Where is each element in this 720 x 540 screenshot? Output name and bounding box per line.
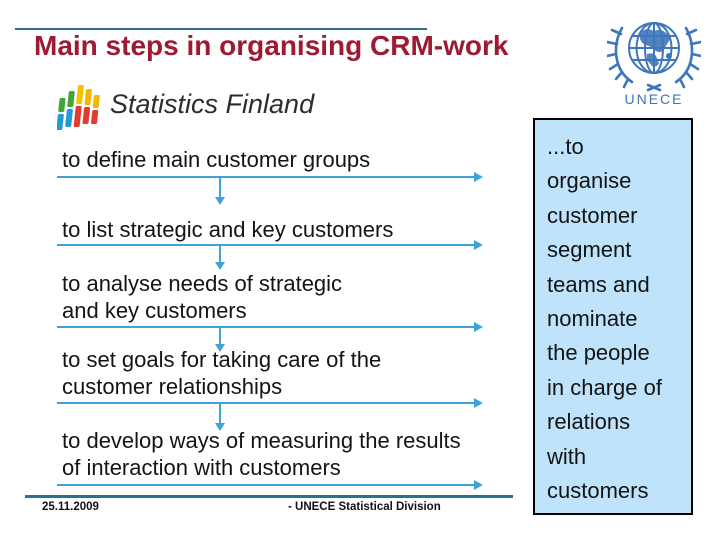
footer-division: - UNECE Statistical Division bbox=[288, 501, 441, 513]
footer-date: 25.11.2009 bbox=[42, 501, 99, 513]
step-label-2: to list strategic and key customers bbox=[62, 217, 394, 242]
title-rule bbox=[15, 28, 427, 30]
arrow-right-icon bbox=[57, 398, 483, 408]
step-label-3: to analyse needs of strategic and key cu… bbox=[62, 271, 343, 323]
arrow-right-icon bbox=[57, 240, 483, 250]
page-title: Main steps in organising CRM-work bbox=[34, 30, 509, 61]
side-note-text: ...to organise customer segment teams an… bbox=[547, 134, 662, 504]
un-emblem-icon bbox=[605, 22, 703, 92]
step-label-1: to define main customer groups bbox=[62, 147, 371, 172]
step-label-4: to set goals for taking care of the cust… bbox=[62, 347, 382, 399]
statistics-finland-label: Statistics Finland bbox=[110, 89, 315, 119]
side-note-box: ...to organise customer segment teams an… bbox=[533, 118, 693, 515]
footer-rule bbox=[25, 495, 513, 498]
unece-label: UNECE bbox=[624, 91, 684, 107]
arrow-down-icon bbox=[215, 246, 225, 270]
arrow-down-icon bbox=[215, 404, 225, 431]
statistics-finland-bars-icon bbox=[57, 85, 100, 130]
arrow-right-icon bbox=[57, 322, 483, 332]
unece-logo: UNECE bbox=[605, 12, 703, 107]
arrow-right-icon bbox=[57, 480, 483, 490]
arrow-right-icon bbox=[57, 172, 483, 182]
step-label-5: to develop ways of measuring the results… bbox=[62, 428, 461, 480]
arrow-down-icon bbox=[215, 178, 225, 205]
arrow-down-icon bbox=[215, 328, 225, 352]
